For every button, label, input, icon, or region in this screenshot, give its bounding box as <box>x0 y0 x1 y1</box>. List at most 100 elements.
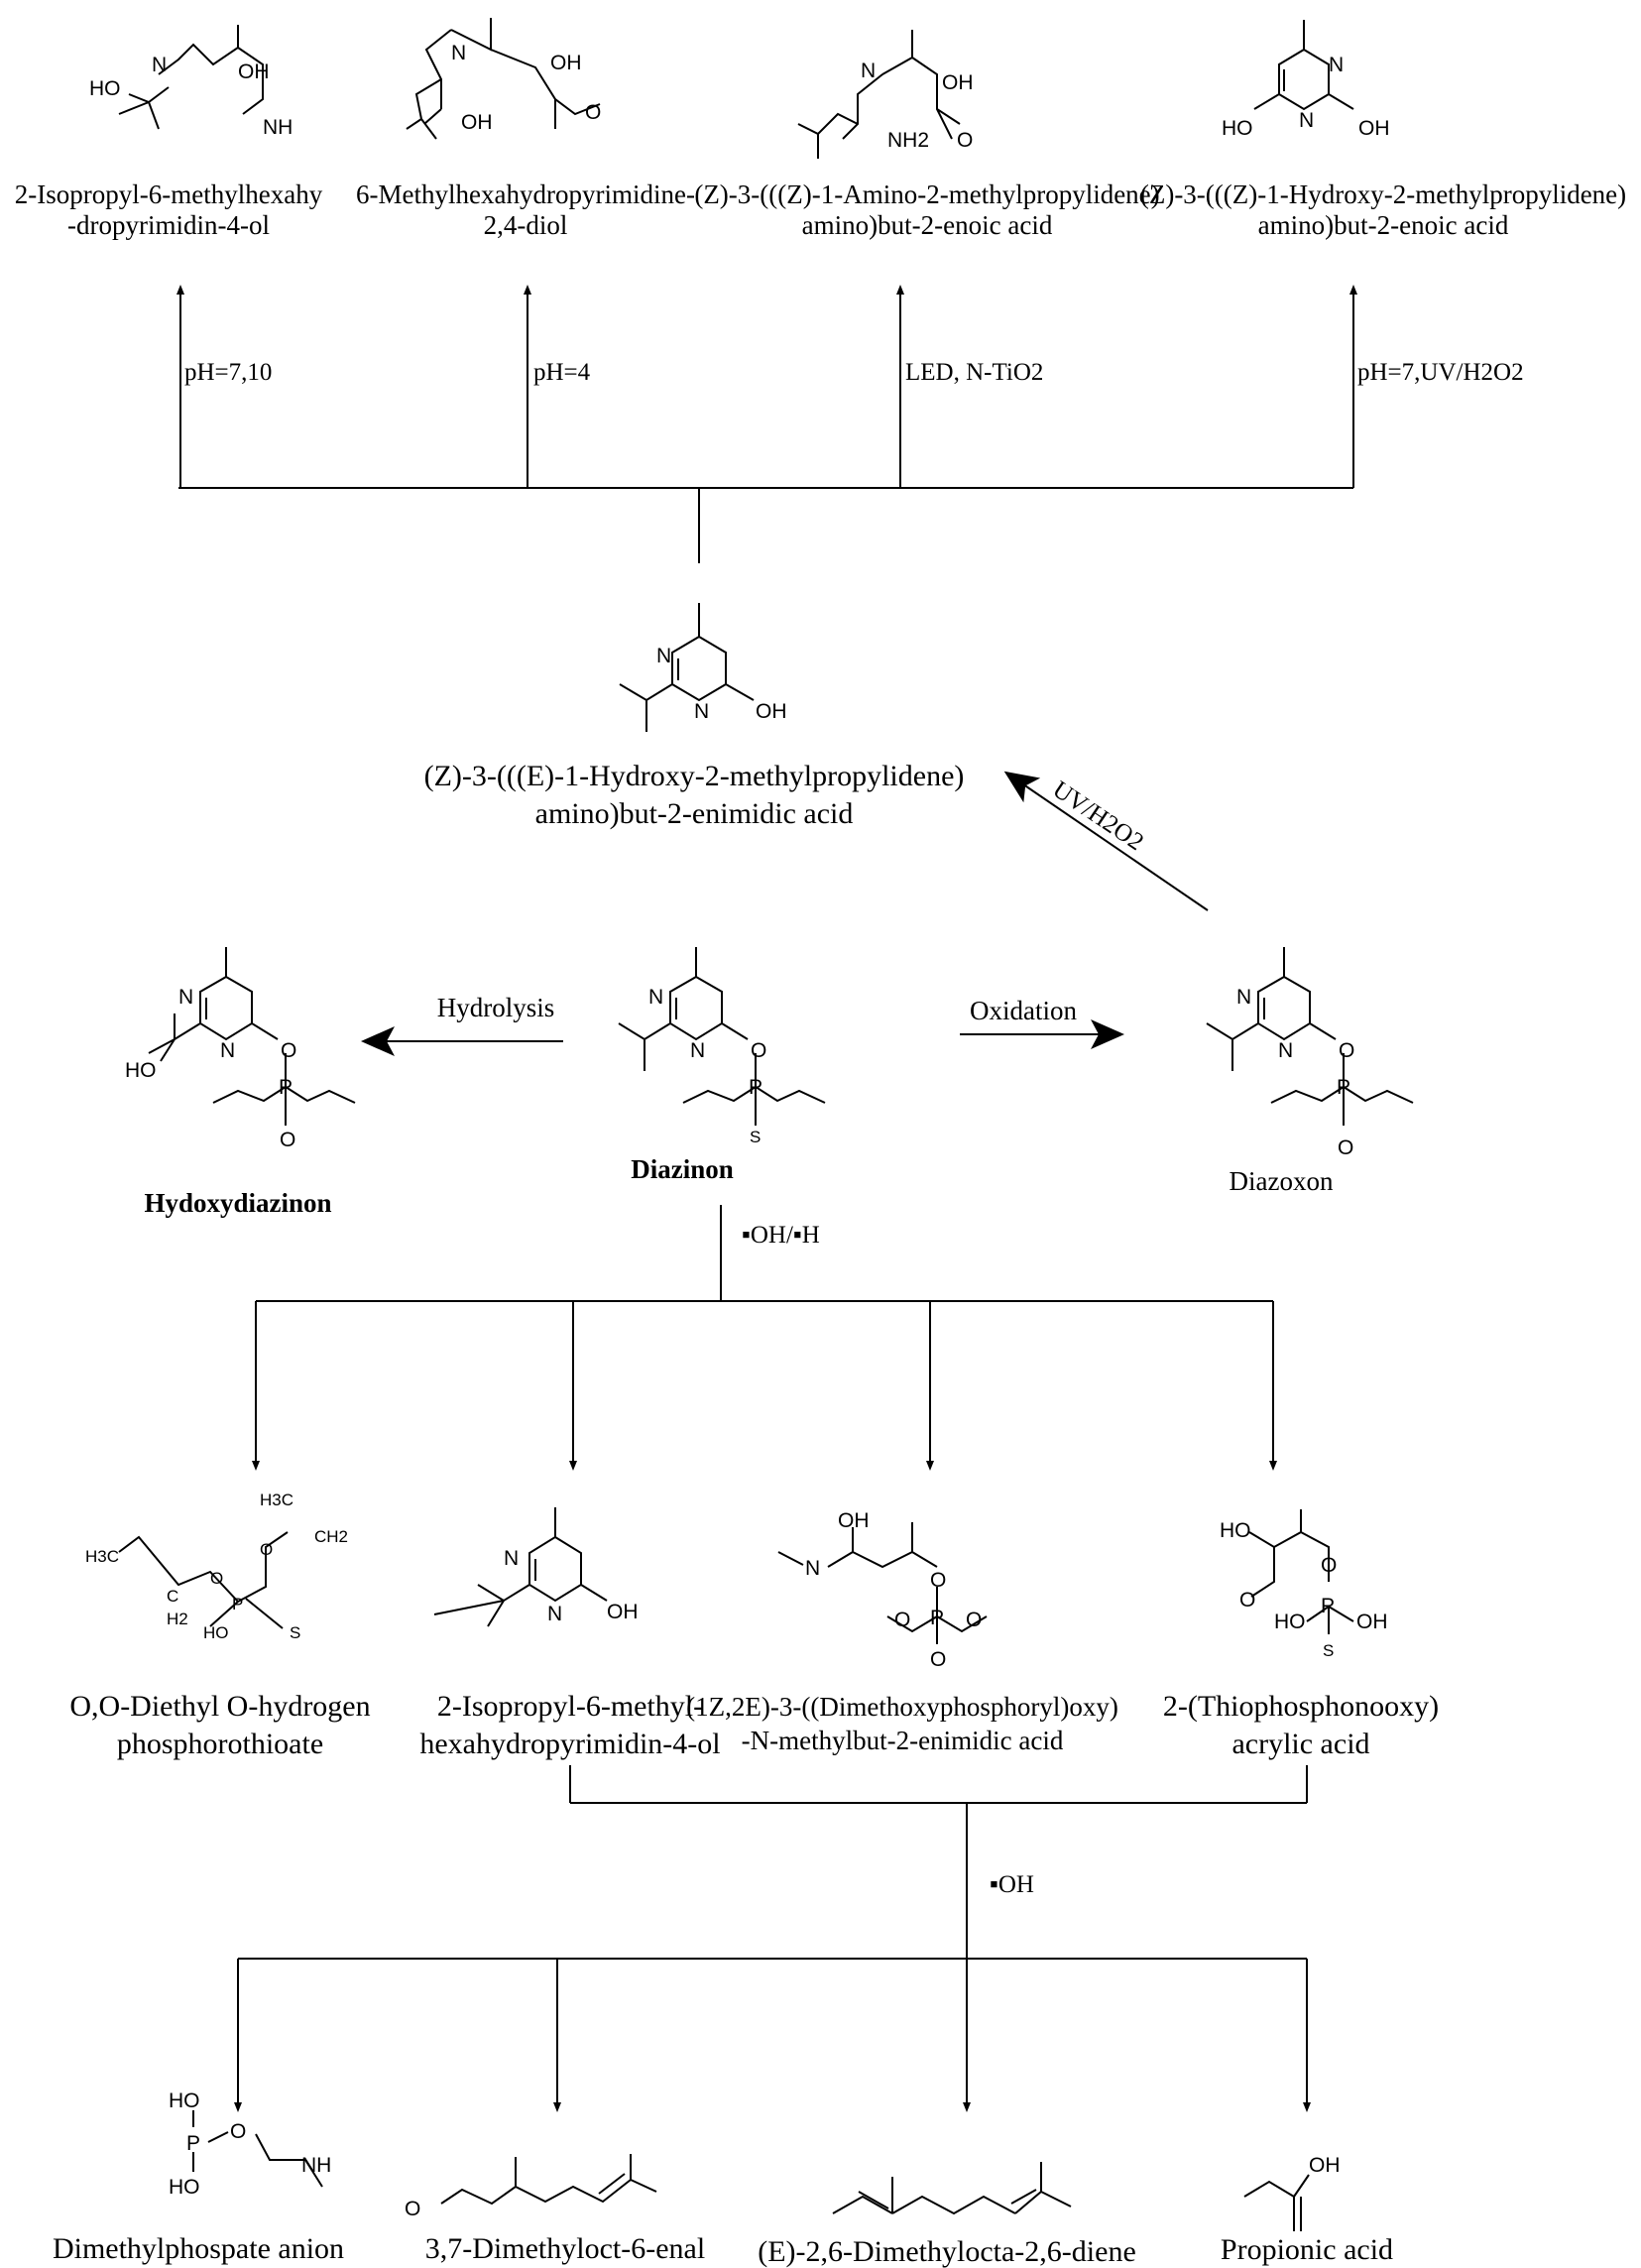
svg-text:HO: HO <box>169 2089 200 2112</box>
structure-diazoxon: N N O P O <box>1206 947 1414 1159</box>
svg-text:phosphorothioate: phosphorothioate <box>117 1728 323 1760</box>
svg-text:O: O <box>280 1129 295 1151</box>
svg-text:P: P <box>186 2132 200 2155</box>
svg-text:acrylic acid: acrylic acid <box>1231 1728 1369 1760</box>
svg-text:O: O <box>281 1039 296 1062</box>
svg-text:O: O <box>230 2120 246 2143</box>
svg-text:HO: HO <box>1222 117 1253 140</box>
structure-hydroxydiazinon: N N O P HO O <box>125 947 356 1151</box>
svg-text:O: O <box>930 1569 946 1592</box>
structure-dimethylphosphate-anion: HO P O HO NH <box>169 2089 331 2199</box>
svg-text:amino)but-2-enimidic acid: amino)but-2-enimidic acid <box>535 797 854 830</box>
top-product-name-2: 6-Methylhexahydropyrimidine- 2,4-diol <box>356 179 695 240</box>
svg-text:HO: HO <box>169 2176 200 2199</box>
svg-text:amino)but-2-enoic acid: amino)but-2-enoic acid <box>1258 210 1509 240</box>
svg-text:O: O <box>260 1540 273 1559</box>
second-oh-label: ▪OH <box>990 1871 1034 1898</box>
svg-text:O: O <box>1321 1554 1337 1577</box>
radical-branch-connector <box>252 1205 1277 1471</box>
svg-text:O: O <box>1339 1039 1354 1062</box>
diazinon-name: Diazinon <box>631 1154 734 1184</box>
svg-text:H3C: H3C <box>260 1491 293 1509</box>
svg-text:N: N <box>690 1039 705 1062</box>
svg-text:O: O <box>585 101 601 124</box>
svg-text:N: N <box>504 1547 519 1570</box>
svg-text:N: N <box>648 986 663 1009</box>
radical-product-name-1: O,O-Diethyl O-hydrogen phosphorothioate <box>69 1690 370 1760</box>
svg-text:OH: OH <box>1309 2154 1341 2177</box>
svg-text:P: P <box>279 1076 293 1099</box>
svg-text:amino)but-2-enoic acid: amino)but-2-enoic acid <box>802 210 1053 240</box>
svg-text:OH: OH <box>607 1601 639 1623</box>
svg-text:OH: OH <box>838 1509 870 1532</box>
svg-text:N: N <box>152 54 167 76</box>
svg-text:P: P <box>1321 1595 1335 1617</box>
oxidation-label: Oxidation <box>970 996 1077 1025</box>
svg-text:H2: H2 <box>167 1610 188 1628</box>
top-product-name-4: (Z)-3-(((Z)-1-Hydroxy-2-methylpropyliden… <box>1140 179 1626 240</box>
svg-text:O: O <box>1338 1136 1353 1159</box>
radical-product-name-2: 2-Isopropyl-6-methyl- hexahydropyrimidin… <box>419 1690 720 1760</box>
svg-text:O: O <box>751 1039 766 1062</box>
structure-top-product-1: HO N OH NH <box>89 25 293 139</box>
svg-text:OH: OH <box>756 700 787 723</box>
svg-text:O: O <box>210 1569 223 1588</box>
structure-top-product-4: N N HO OH <box>1222 20 1390 140</box>
structure-dimethyloctenal: O <box>405 2154 657 2220</box>
svg-text:OH: OH <box>1358 117 1390 140</box>
svg-text:CH2: CH2 <box>314 1527 348 1546</box>
svg-text:O: O <box>894 1609 910 1631</box>
svg-text:O,O-Diethyl O-hydrogen: O,O-Diethyl O-hydrogen <box>69 1690 370 1723</box>
svg-text:N: N <box>220 1039 235 1062</box>
svg-text:O: O <box>930 1648 946 1671</box>
top-product-name-1: 2-Isopropyl-6-methylhexahy -dropyrimidin… <box>15 179 323 240</box>
svg-text:P: P <box>232 1595 243 1613</box>
svg-text:OH: OH <box>1356 1611 1388 1633</box>
svg-text:6-Methylhexahydropyrimidine-: 6-Methylhexahydropyrimidine- <box>356 179 695 209</box>
svg-text:N: N <box>656 645 671 667</box>
svg-text:N: N <box>451 42 466 64</box>
structure-top-product-2: N OH OH O <box>406 18 601 140</box>
final-product-name-3: (E)-2,6-Dimethylocta-2,6-diene <box>758 2235 1136 2268</box>
condition-label-1: pH=7,10 <box>184 359 272 386</box>
svg-text:N: N <box>1299 109 1314 132</box>
structure-top-product-3: N OH NH2 O <box>797 30 974 159</box>
final-product-name-1: Dimethylphospate anion <box>53 2232 344 2265</box>
condition-label-4: pH=7,UV/H2O2 <box>1357 359 1524 386</box>
structure-intermediate: N N OH <box>619 603 787 732</box>
svg-text:HO: HO <box>89 77 121 100</box>
svg-text:P: P <box>930 1607 944 1629</box>
svg-text:S: S <box>750 1128 761 1146</box>
svg-text:(1Z,2E)-3-((Dimethoxyphosphory: (1Z,2E)-3-((Dimethoxyphosphoryl)oxy) <box>686 1692 1118 1722</box>
condition-label-2: pH=4 <box>533 359 591 386</box>
svg-text:2,4-diol: 2,4-diol <box>484 210 568 240</box>
svg-text:hexahydropyrimidin-4-ol: hexahydropyrimidin-4-ol <box>419 1728 720 1760</box>
svg-text:H3C: H3C <box>85 1547 119 1566</box>
svg-text:(Z)-3-(((Z)-1-Hydroxy-2-methyl: (Z)-3-(((Z)-1-Hydroxy-2-methylpropyliden… <box>1140 179 1626 209</box>
svg-text:-N-methylbut-2-enimidic acid: -N-methylbut-2-enimidic acid <box>742 1726 1064 1755</box>
uv-h2o2-label: UV/H2O2 <box>1048 776 1148 857</box>
oh-h-radical-label: ▪OH/▪H <box>742 1222 820 1249</box>
svg-text:2-Isopropyl-6-methyl-: 2-Isopropyl-6-methyl- <box>437 1690 703 1723</box>
final-product-name-4: Propionic acid <box>1221 2233 1393 2266</box>
structure-dimethyloctadiene <box>832 2162 1072 2215</box>
svg-text:NH2: NH2 <box>887 129 929 152</box>
radical-product-name-3: (1Z,2E)-3-((Dimethoxyphosphoryl)oxy) -N-… <box>686 1692 1118 1755</box>
svg-text:OH: OH <box>461 111 493 134</box>
structure-isopropyl-methyl-pyrimidinol: N N OH <box>433 1507 639 1627</box>
svg-text:N: N <box>178 986 193 1009</box>
svg-text:2-(Thiophosphonooxy): 2-(Thiophosphonooxy) <box>1163 1690 1439 1723</box>
svg-text:-dropyrimidin-4-ol: -dropyrimidin-4-ol <box>67 210 270 240</box>
svg-text:OH: OH <box>550 52 582 74</box>
svg-text:O: O <box>1239 1589 1255 1611</box>
structure-propionic-acid: OH <box>1243 2154 1341 2231</box>
svg-text:N: N <box>861 60 876 82</box>
structure-diethyl-phosphorothioate: H3C C H2 O O H3C CH2 P HO S <box>85 1491 348 1642</box>
svg-text:S: S <box>290 1623 300 1642</box>
top-branch-connector <box>176 285 1357 563</box>
svg-text:N: N <box>1329 54 1344 76</box>
svg-text:O: O <box>405 2198 420 2220</box>
svg-text:HO: HO <box>1220 1519 1251 1542</box>
svg-text:N: N <box>805 1557 820 1580</box>
